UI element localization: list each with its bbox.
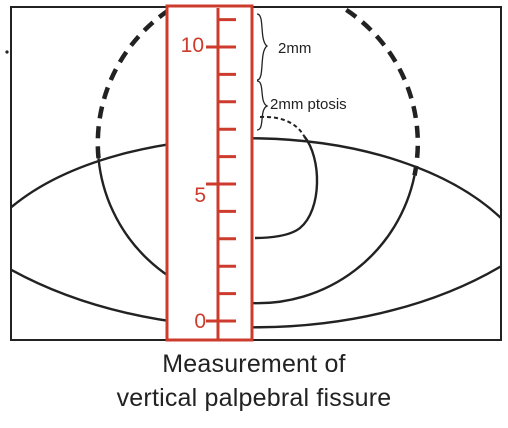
upper-annotation: 2mm [278, 40, 311, 57]
lower-brace [256, 80, 269, 131]
ruler-label-0: 0 [194, 310, 206, 333]
iris-circle-dashed [95, 8, 421, 176]
measurement-ruler: 10 5 0 [165, 4, 254, 342]
ruler-label-5: 5 [194, 184, 206, 207]
ruler-ticks [206, 18, 236, 323]
lower-eyelid-curve [12, 265, 500, 329]
lower-annotation: 2mm ptosis [270, 96, 347, 113]
ruler-label-10: 10 [181, 34, 204, 57]
upper-brace [256, 13, 269, 81]
caption-subtitle: vertical palpebral fissure [116, 384, 392, 412]
diagram-frame [10, 6, 502, 341]
upper-eyelid-curve [12, 137, 500, 220]
stray-dot [5, 50, 9, 54]
ruler-body [165, 4, 254, 342]
caption-title: Measurement of [162, 350, 346, 378]
ptosis-curve-solid [254, 135, 319, 240]
